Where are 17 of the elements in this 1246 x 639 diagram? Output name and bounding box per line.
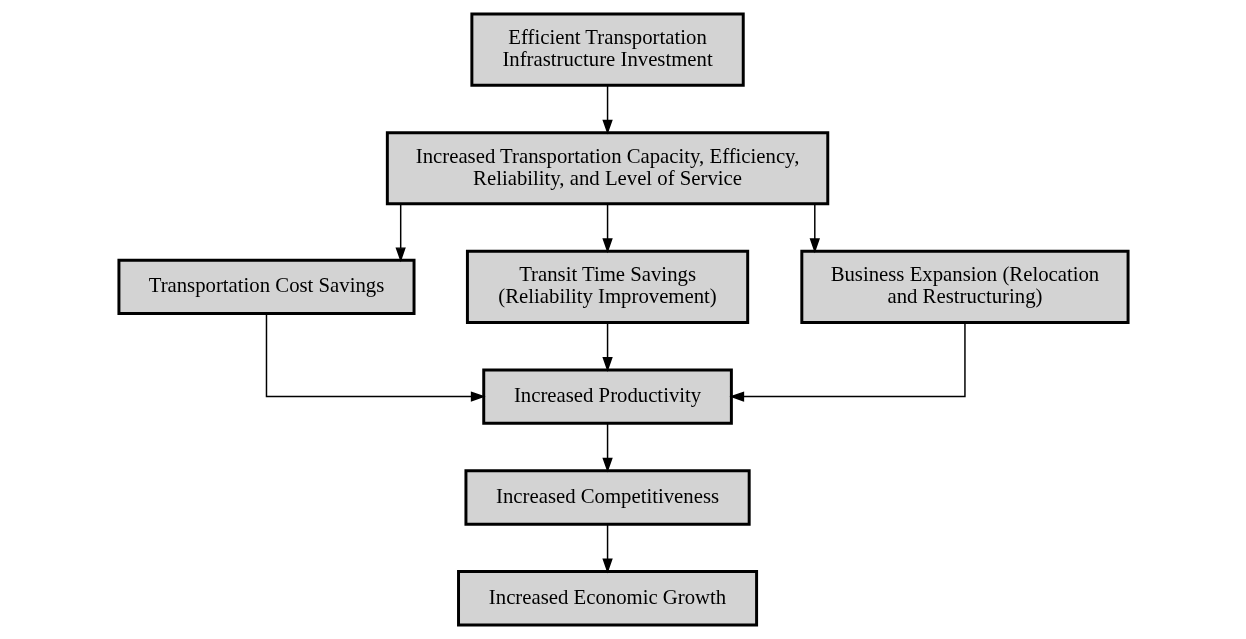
node-box: Increased Economic Growth (456, 570, 758, 627)
arrow (265, 313, 486, 402)
node-box: Increased Transportation Capacity, Efficiency, Reliability, and Level of Service (385, 131, 829, 206)
arrow (601, 203, 613, 254)
node-box: Business Expansion (Relocation and Restructuring) (799, 249, 1130, 324)
node-box: Increased Competitiveness (463, 469, 751, 526)
arrow (601, 523, 613, 574)
arrow (728, 322, 966, 402)
node-box: Transit Time Savings (Reliability Improvement) (465, 249, 749, 324)
arrow (395, 203, 406, 263)
node-box: Transportation Cost Savings (116, 258, 416, 316)
node-box: Efficient Transportation Infrastructure Investment (469, 12, 745, 87)
arrow (601, 422, 613, 473)
arrow (601, 84, 613, 135)
node-box: Increased Productivity (481, 368, 733, 425)
arrow (601, 322, 613, 372)
arrow (809, 203, 820, 254)
